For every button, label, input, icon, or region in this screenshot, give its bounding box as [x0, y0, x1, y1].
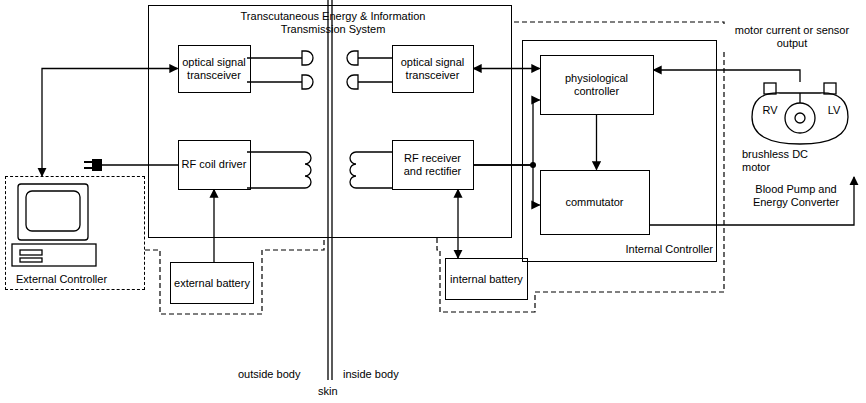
connector: [474, 165, 540, 205]
node-label: Transcutaneous Energy & Information Tran…: [211, 10, 455, 36]
node-label: physiological controller: [541, 72, 653, 98]
monitor: [18, 184, 88, 240]
node-label: brushless DC motor: [740, 148, 816, 174]
node-label: RF receiver and rectifier: [393, 152, 473, 178]
keyboard: [12, 244, 96, 266]
edge-label: motor current or sensor output: [722, 24, 862, 50]
process-box: optical signal transceiver: [178, 45, 251, 93]
plug-prong: [84, 161, 92, 163]
node-label: RV: [756, 104, 784, 117]
node-label: external battery: [172, 277, 252, 290]
coil-symbol: [247, 152, 311, 188]
motor-shaft: [795, 113, 805, 123]
node-label: optical signal transceiver: [179, 56, 250, 82]
power-wire: [102, 164, 178, 165]
node-label: RF coil driver: [180, 158, 249, 171]
coil-symbol: [350, 152, 392, 188]
node-label: LV: [820, 104, 848, 117]
process-box: RF coil driver: [178, 140, 251, 190]
dashed-group: [145, 22, 724, 314]
skin-line: [331, 0, 332, 380]
node-label: commutator: [563, 196, 625, 209]
process-box: optical signal transceiver: [392, 45, 474, 93]
motor-rotor: [785, 103, 815, 133]
connector: [474, 100, 540, 165]
photodiode-symbol: [347, 51, 358, 65]
controller-box: Internal Controller physiological control…: [522, 40, 717, 262]
wire: [358, 81, 392, 82]
rf-coils: [247, 152, 392, 188]
inlet-tube: [824, 83, 836, 94]
optical-link: [247, 51, 392, 89]
connector: [42, 69, 178, 177]
wire: [247, 57, 302, 58]
inlet-tube: [764, 83, 776, 94]
process-box: RF receiver and rectifier: [392, 140, 474, 190]
region-label: skin: [318, 385, 338, 398]
drive-slot: [20, 250, 42, 255]
process-box: commutator: [540, 170, 650, 235]
screen: [26, 191, 80, 231]
wall-plug: [84, 159, 178, 171]
skin-line: [328, 0, 332, 380]
connector: [596, 115, 597, 170]
led-symbol: [302, 51, 313, 65]
node-label: Blood Pump and Energy Converter: [744, 183, 848, 209]
battery-box: external battery: [170, 262, 254, 304]
led-symbol: [302, 75, 313, 89]
photodiode-symbol: [347, 75, 358, 89]
process-box: physiological controller: [540, 55, 654, 115]
region-label: outside body: [238, 368, 300, 381]
node-label: internal battery: [448, 273, 525, 286]
node-label: optical signal transceiver: [393, 56, 473, 82]
dashed-outline: [437, 22, 724, 312]
controller-group: External Controller: [5, 176, 145, 290]
connector: [457, 190, 458, 259]
septum: [799, 93, 800, 103]
connector: [650, 177, 855, 225]
connector: [213, 190, 214, 263]
connector: [474, 68, 540, 69]
drive-slot: [20, 258, 42, 262]
region-label: inside body: [343, 368, 399, 381]
system-box: Transcutaneous Energy & Information Tran…: [148, 5, 512, 238]
computer-icon: [12, 184, 96, 266]
plug-symbol: [92, 159, 102, 171]
plug-prong: [84, 167, 92, 169]
skin-line: [327, 0, 328, 380]
dashed-outline: [145, 238, 324, 314]
blood-pump: RVLVbrushless DC motorBlood Pump and Ene…: [740, 82, 862, 177]
wire: [358, 57, 392, 58]
connector: [654, 70, 801, 82]
battery-box: internal battery: [445, 258, 528, 300]
node-label: External Controller: [14, 273, 142, 286]
node-label: Internal Controller: [593, 243, 715, 256]
wire: [247, 81, 302, 82]
pump-housing: [752, 93, 848, 144]
